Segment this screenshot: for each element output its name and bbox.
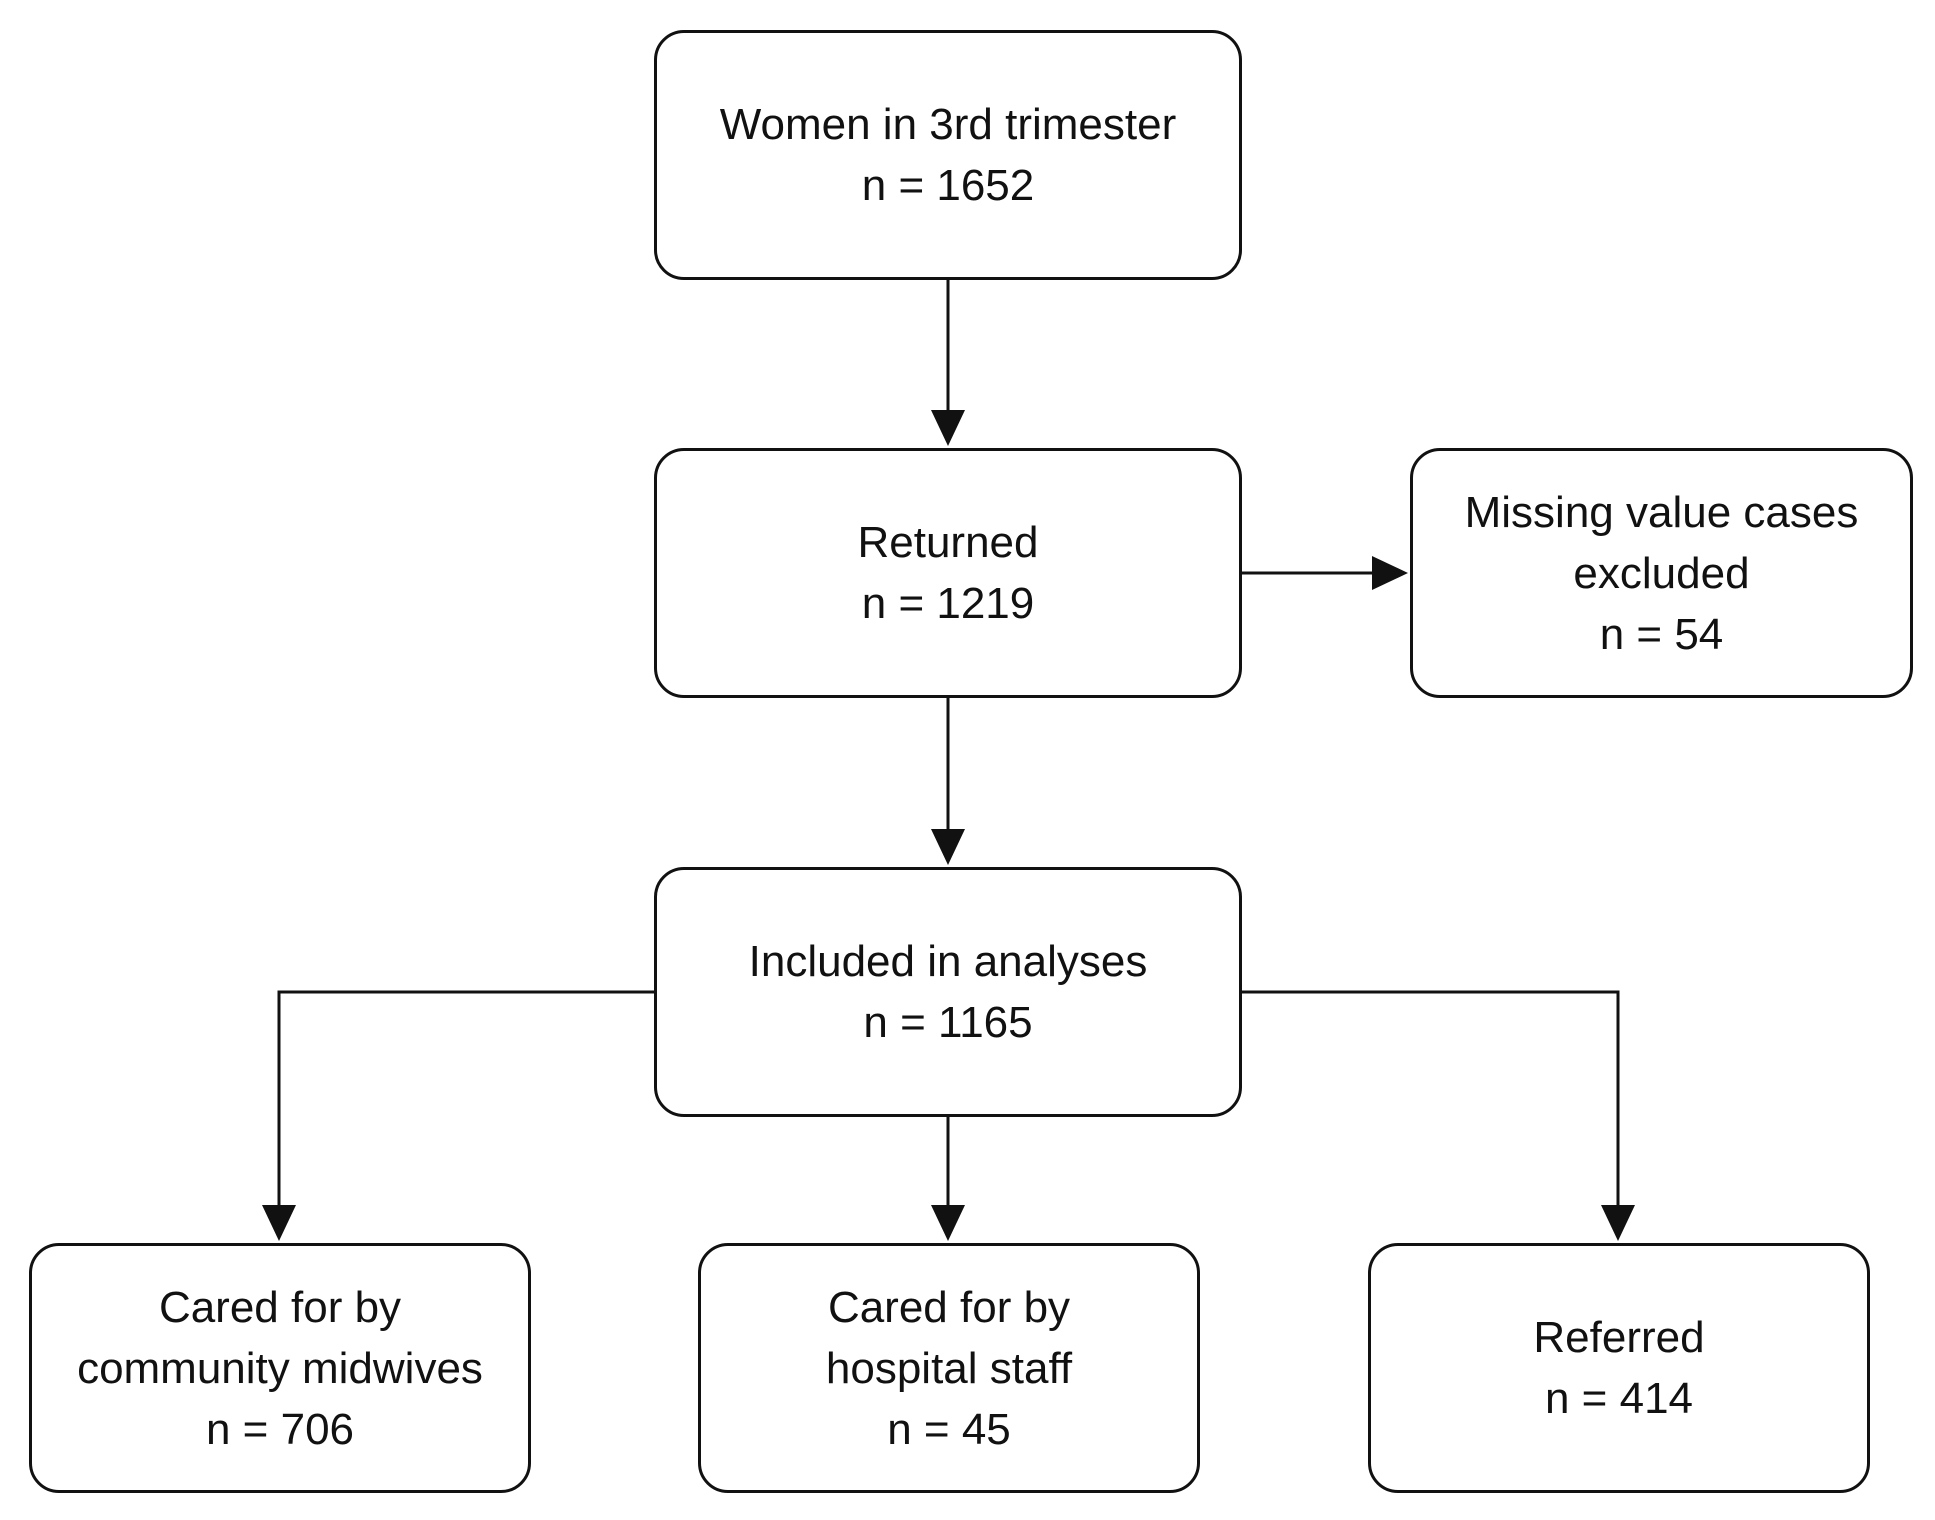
arrow-included-to-hospital-head: [931, 1205, 965, 1241]
node-label-line2: excluded: [1573, 548, 1750, 598]
node-label: Included in analyses: [748, 937, 1148, 986]
node-count: n = 45: [887, 1404, 1011, 1454]
node-count: n = 1652: [861, 161, 1035, 210]
node-community-midwives: Cared for by community midwives n = 706: [29, 1243, 531, 1493]
node-women-3rd-trimester: Women in 3rd trimester n = 1652: [654, 30, 1242, 280]
node-label: Referred: [1533, 1313, 1705, 1362]
node-count: n = 1219: [861, 579, 1035, 628]
node-count: n = 414: [1544, 1374, 1694, 1423]
node-label-line1: Cared for by: [827, 1282, 1071, 1332]
node-returned: Returned n = 1219: [654, 448, 1242, 698]
node-referred: Referred n = 414: [1368, 1243, 1870, 1493]
node-label-line2: community midwives: [77, 1343, 483, 1393]
arrow-included-to-community-head: [262, 1205, 296, 1241]
node-label: Women in 3rd trimester: [719, 100, 1177, 149]
arrow-women-to-returned-head: [931, 410, 965, 446]
node-missing-excluded: Missing value cases excluded n = 54: [1410, 448, 1913, 698]
node-label: Returned: [857, 518, 1039, 567]
node-count: n = 54: [1599, 609, 1724, 659]
arrow-included-to-community: [277, 990, 654, 1207]
node-included-in-analyses: Included in analyses n = 1165: [654, 867, 1242, 1117]
arrow-included-to-referred-head: [1601, 1205, 1635, 1241]
node-label-line2: hospital staff: [825, 1343, 1073, 1393]
arrow-included-to-referred: [1242, 990, 1620, 1207]
arrow-returned-to-missing-head: [1372, 556, 1408, 590]
node-label-line1: Missing value cases: [1464, 487, 1859, 537]
node-count: n = 1165: [863, 998, 1033, 1047]
node-hospital-staff: Cared for by hospital staff n = 45: [698, 1243, 1200, 1493]
node-label-line1: Cared for by: [158, 1282, 402, 1332]
arrow-returned-to-included-head: [931, 829, 965, 865]
node-count: n = 706: [205, 1404, 355, 1454]
